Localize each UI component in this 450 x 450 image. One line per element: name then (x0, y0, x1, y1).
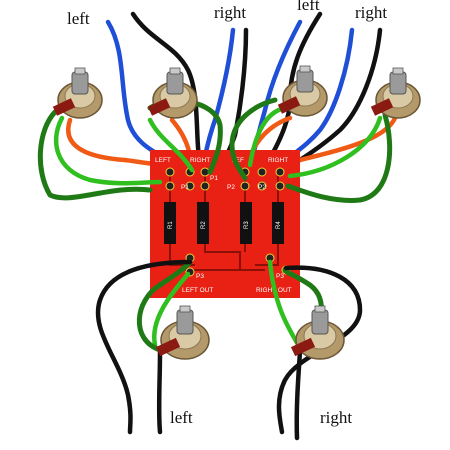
resistors (164, 202, 284, 244)
resistor-r2 (197, 202, 209, 244)
green-wire-5 (151, 271, 191, 348)
potentiometer-5 (155, 305, 210, 360)
dark-green-wire-3 (229, 97, 278, 181)
pcb-label-left-in-2: LEF (232, 157, 244, 164)
pcb-pad-label-p2b: P2 (258, 184, 266, 191)
resistor-label-r4: R4 (276, 221, 282, 229)
label-left-top-1: left (67, 9, 90, 28)
label-right-top-1: right (214, 3, 247, 22)
dark-green-wire-1 (37, 109, 153, 201)
dark-green-wire-4 (285, 112, 393, 203)
pcb-pad-label-p2: P2 (227, 184, 235, 191)
potentiometer-1 (52, 67, 103, 119)
pcb-pad-label-p1: P1 (181, 184, 189, 191)
label-left-bottom: left (170, 408, 193, 427)
resistor-label-r3: R3 (244, 221, 250, 229)
pcb-pad-label-p3: P3 (196, 273, 204, 280)
pcb-label-left-out: LEFT OUT (182, 287, 213, 294)
label-right-top-2: right (355, 3, 388, 22)
dark-green-wire-5 (136, 259, 193, 353)
pcb-label-right-in: RIGHT (190, 157, 210, 164)
black-out-wire-4 (294, 349, 303, 441)
potentiometer-4 (370, 67, 421, 119)
resistor-label-r1: R1 (168, 221, 174, 229)
green-wire-2 (147, 117, 195, 173)
black-wire-1 (130, 11, 203, 168)
green-wire-4 (287, 115, 383, 179)
green-wire-1 (53, 115, 163, 186)
pcb-label-left-in: LEFT (155, 157, 171, 164)
label-right-bottom: right (320, 408, 353, 427)
pcb-label-right-in-2: RIGHT (268, 157, 288, 164)
resistor-r4 (272, 202, 284, 244)
resistor-r3 (240, 202, 252, 244)
label-left-top-2: left (297, 0, 320, 14)
potentiometer-2 (147, 67, 198, 119)
pcb-pad-label-p1b: P1 (210, 175, 218, 182)
orange-wire-1 (66, 117, 161, 167)
potentiometer-3 (277, 65, 328, 117)
orange-wire-4 (297, 115, 398, 163)
blue-wire-1 (105, 19, 168, 161)
potentiometer-6 (290, 305, 345, 360)
resistor-r1 (164, 202, 176, 244)
black-out-wire-1 (95, 259, 193, 435)
pcb-pad-label-p3b: P3 (276, 273, 284, 280)
black-out-wire-2 (156, 349, 163, 435)
green-wire-3 (247, 105, 288, 168)
resistor-label-r2: R2 (201, 221, 207, 229)
